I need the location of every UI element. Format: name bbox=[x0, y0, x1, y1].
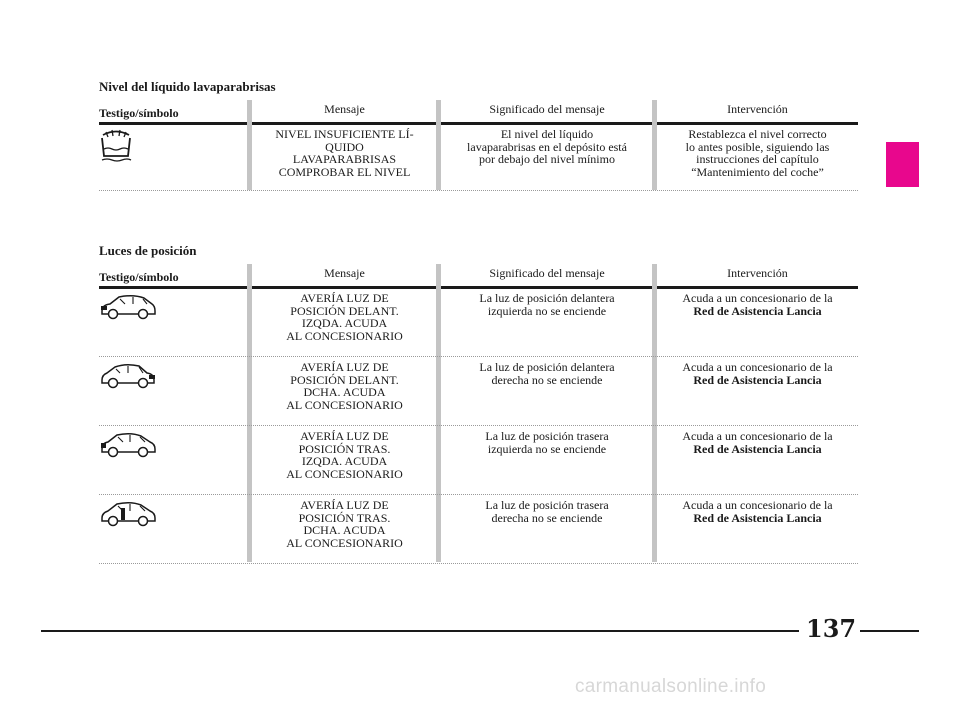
header-meaning: Significado del mensaje bbox=[489, 102, 605, 116]
table-header: Testigo/símbolo Mensaje Significado del … bbox=[99, 264, 858, 284]
car-rear-left-light-icon bbox=[99, 430, 157, 465]
message-cell: AVERÍA LUZ DE POSICIÓN TRAS. IZQDA. ACUD… bbox=[286, 429, 403, 481]
header-rule bbox=[99, 286, 858, 289]
meaning-cell: La luz de posición delantera izquierda n… bbox=[479, 291, 615, 318]
page-number: 137 bbox=[806, 614, 857, 643]
position-lights-table: Testigo/símbolo Mensaje Significado del … bbox=[99, 264, 858, 564]
meaning-cell: La luz de posición trasera derecha no se… bbox=[485, 498, 609, 525]
action-cell: Restablezca el nivel correcto lo antes p… bbox=[685, 127, 830, 179]
car-front-left-light-icon bbox=[99, 292, 157, 327]
column-divider bbox=[652, 100, 657, 190]
car-front-right-light-icon bbox=[99, 361, 157, 396]
meaning-cell: La luz de posición delantera derecha no … bbox=[479, 360, 615, 387]
action-cell: Acuda a un concesionario de la Red de As… bbox=[682, 429, 833, 456]
footer-rule bbox=[860, 630, 919, 632]
header-meaning: Significado del mensaje bbox=[489, 266, 605, 280]
table-header: Testigo/símbolo Mensaje Significado del … bbox=[99, 100, 858, 120]
footer-rule bbox=[41, 630, 799, 632]
column-divider bbox=[652, 264, 657, 562]
car-rear-right-light-icon bbox=[99, 499, 157, 534]
table-row: AVERÍA LUZ DE POSICIÓN TRAS. DCHA. ACUDA… bbox=[99, 495, 858, 564]
message-cell: AVERÍA LUZ DE POSICIÓN TRAS. DCHA. ACUDA… bbox=[286, 498, 403, 550]
meaning-cell: La luz de posición trasera izquierda no … bbox=[485, 429, 609, 456]
table-row: NIVEL INSUFICIENTE LÍ- QUIDO LAVAPARABRI… bbox=[99, 124, 858, 191]
column-divider bbox=[247, 100, 252, 190]
section-title-washer-fluid: Nivel del líquido lavaparabrisas bbox=[99, 79, 276, 94]
message-cell: AVERÍA LUZ DE POSICIÓN DELANT. DCHA. ACU… bbox=[286, 360, 403, 412]
header-action: Intervención bbox=[727, 266, 788, 280]
header-message: Mensaje bbox=[324, 266, 365, 280]
watermark: carmanualsonline.info bbox=[575, 676, 767, 697]
action-cell: Acuda a un concesionario de la Red de As… bbox=[682, 360, 833, 387]
header-symbol: Testigo/símbolo bbox=[99, 106, 179, 120]
table-row: AVERÍA LUZ DE POSICIÓN TRAS. IZQDA. ACUD… bbox=[99, 426, 858, 495]
header-rule bbox=[99, 122, 858, 125]
message-cell: NIVEL INSUFICIENTE LÍ- QUIDO LAVAPARABRI… bbox=[275, 127, 414, 179]
meaning-cell: El nivel del líquido lavaparabrisas en e… bbox=[467, 127, 627, 167]
column-divider bbox=[436, 100, 441, 190]
action-cell: Acuda a un concesionario de la Red de As… bbox=[682, 291, 833, 318]
column-divider bbox=[436, 264, 441, 562]
action-cell: Acuda a un concesionario de la Red de As… bbox=[682, 498, 833, 525]
chapter-tab-marker bbox=[886, 142, 919, 187]
washer-fluid-table: Testigo/símbolo Mensaje Significado del … bbox=[99, 100, 858, 191]
header-action: Intervención bbox=[727, 102, 788, 116]
section-title-position-lights: Luces de posición bbox=[99, 243, 197, 258]
table-row: AVERÍA LUZ DE POSICIÓN DELANT. DCHA. ACU… bbox=[99, 357, 858, 426]
washer-fluid-level-icon bbox=[99, 128, 133, 171]
table-row: AVERÍA LUZ DE POSICIÓN DELANT. IZQDA. AC… bbox=[99, 288, 858, 357]
message-cell: AVERÍA LUZ DE POSICIÓN DELANT. IZQDA. AC… bbox=[286, 291, 403, 343]
column-divider bbox=[247, 264, 252, 562]
header-symbol: Testigo/símbolo bbox=[99, 270, 179, 284]
header-message: Mensaje bbox=[324, 102, 365, 116]
